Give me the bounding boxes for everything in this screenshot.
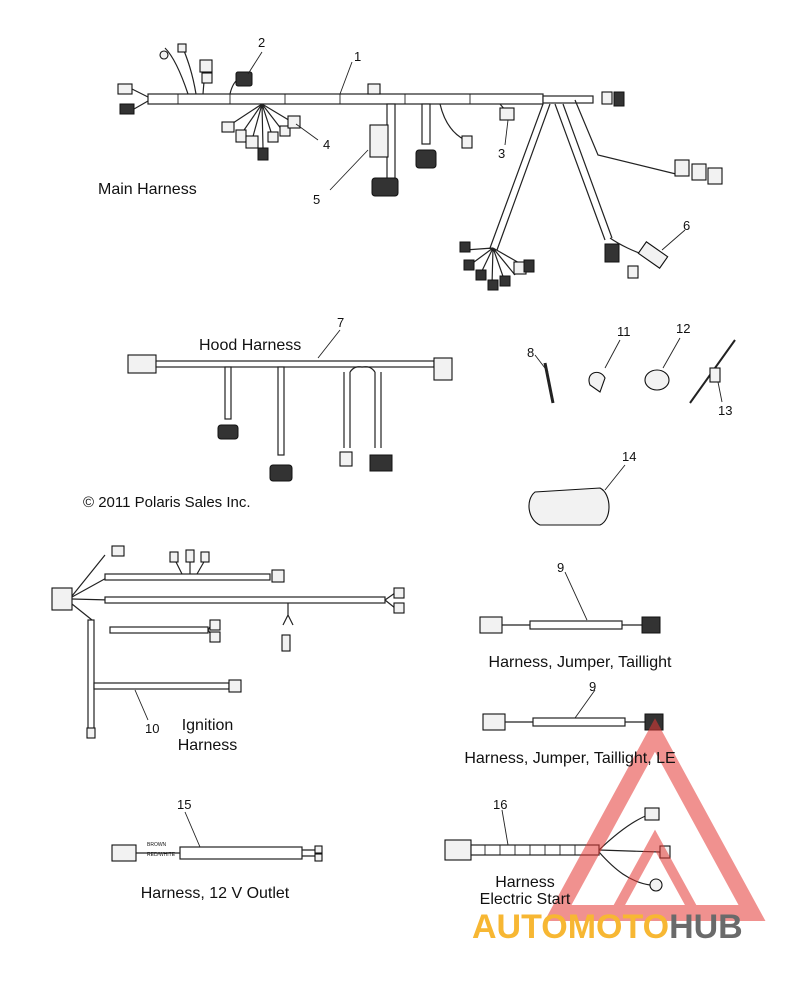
callout-1: 1 xyxy=(354,49,362,64)
callout-10: 10 xyxy=(145,721,160,736)
small-parts xyxy=(534,337,736,404)
copyright-text: © 2011 Polaris Sales Inc. xyxy=(83,494,251,511)
main-harness xyxy=(117,43,723,291)
callout-6: 6 xyxy=(683,218,691,233)
watermark-text: AUTOMOTOHUB xyxy=(472,908,743,947)
callout-9a: 9 xyxy=(557,560,565,575)
callout-8: 8 xyxy=(527,345,535,360)
sleeve-14 xyxy=(528,464,626,526)
callout-15: 15 xyxy=(177,797,192,812)
wire-tag-red-white: RED/WHITE xyxy=(147,852,176,858)
callout-16: 16 xyxy=(493,797,508,812)
main-harness-label: Main Harness xyxy=(98,181,197,198)
callout-13: 13 xyxy=(718,403,733,418)
callout-14: 14 xyxy=(622,449,637,464)
electric-caption-line2: Electric Start xyxy=(479,891,571,908)
callout-5: 5 xyxy=(313,192,321,207)
callout-4: 4 xyxy=(323,137,331,152)
wire-tag-brown: BROWN xyxy=(147,842,167,848)
ignition-caption-line2: Harness xyxy=(177,737,238,754)
ignition-caption-line1: Ignition xyxy=(181,717,234,734)
electric-caption-line1: Harness xyxy=(495,874,555,891)
watermark-text-part1: AUTOMOTO xyxy=(472,908,670,946)
taillight-le-caption: Harness, Jumper, Taillight, LE xyxy=(464,750,676,767)
hood-harness-label: Hood Harness xyxy=(199,337,302,354)
watermark-text-part2: HUB xyxy=(669,908,743,946)
outlet-caption: Harness, 12 V Outlet xyxy=(140,885,290,902)
hood-harness xyxy=(127,329,453,482)
callout-2: 2 xyxy=(258,35,266,50)
callout-12: 12 xyxy=(676,321,691,336)
callout-3: 3 xyxy=(498,146,506,161)
taillight-jumper xyxy=(479,571,661,634)
electric-start-harness xyxy=(444,807,671,892)
callout-9b: 9 xyxy=(589,679,597,694)
taillight-caption: Harness, Jumper, Taillight xyxy=(488,654,672,671)
watermark-logo xyxy=(544,718,766,921)
outlet-harness xyxy=(111,811,323,862)
ignition-harness xyxy=(51,545,405,739)
callout-7: 7 xyxy=(337,315,345,330)
callout-11: 11 xyxy=(617,324,631,339)
taillight-jumper-le xyxy=(482,689,664,731)
